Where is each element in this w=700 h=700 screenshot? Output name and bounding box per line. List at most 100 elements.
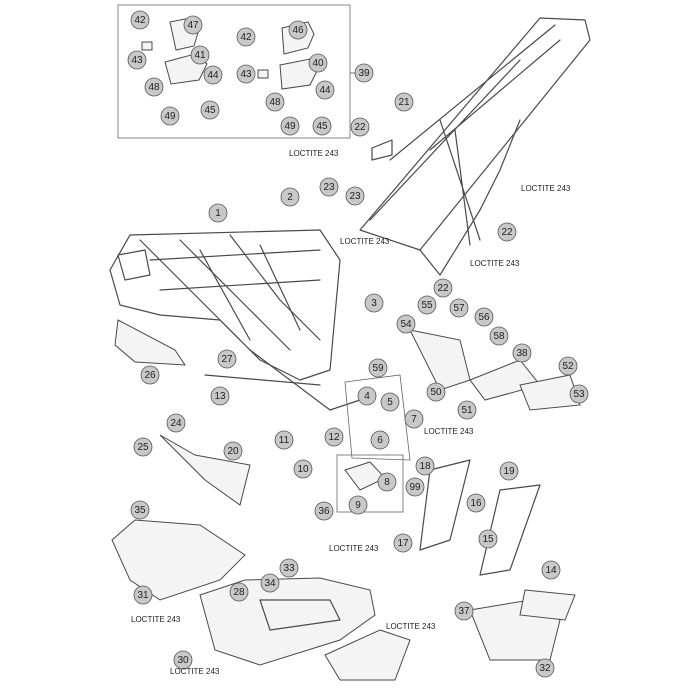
callout-42: 42 <box>130 10 150 30</box>
svg-text:42: 42 <box>240 32 252 43</box>
callout-13: 13 <box>210 386 230 406</box>
svg-text:36: 36 <box>318 506 330 517</box>
callout-22: 22 <box>433 278 453 298</box>
loctite-note: LOCTITE 243 <box>340 237 390 246</box>
callout-46: 46 <box>288 20 308 40</box>
svg-text:18: 18 <box>419 461 431 472</box>
svg-text:5: 5 <box>387 397 393 408</box>
callout-22: 22 <box>350 117 370 137</box>
callout-59: 59 <box>368 358 388 378</box>
callout-51: 51 <box>457 400 477 420</box>
callout-19: 19 <box>499 461 519 481</box>
svg-text:53: 53 <box>573 389 585 400</box>
callout-25: 25 <box>133 437 153 457</box>
svg-text:1: 1 <box>215 208 221 219</box>
svg-text:19: 19 <box>503 466 515 477</box>
svg-text:39: 39 <box>358 68 370 79</box>
callout-21: 21 <box>394 92 414 112</box>
svg-text:40: 40 <box>312 58 324 69</box>
callout-28: 28 <box>229 582 249 602</box>
svg-text:13: 13 <box>214 391 226 402</box>
callout-30: 30 <box>173 650 193 670</box>
bracket-detail-box <box>336 454 404 513</box>
callout-7: 7 <box>404 409 424 429</box>
callout-17: 17 <box>393 533 413 553</box>
loctite-note: LOCTITE 243 <box>470 259 520 268</box>
callout-1: 1 <box>208 203 228 223</box>
svg-text:44: 44 <box>319 85 331 96</box>
svg-text:32: 32 <box>539 663 551 674</box>
svg-text:57: 57 <box>453 303 465 314</box>
callout-18: 18 <box>415 456 435 476</box>
svg-text:3: 3 <box>371 298 377 309</box>
callout-11: 11 <box>274 430 294 450</box>
callout-31: 31 <box>133 585 153 605</box>
lower-guard <box>324 629 411 681</box>
svg-text:52: 52 <box>562 361 574 372</box>
callout-50: 50 <box>426 382 446 402</box>
svg-text:22: 22 <box>354 122 366 133</box>
callout-36: 36 <box>314 501 334 521</box>
callout-14: 14 <box>541 560 561 580</box>
loctite-note: LOCTITE 243 <box>424 427 474 436</box>
svg-text:37: 37 <box>458 606 470 617</box>
side-bracket-27 <box>114 319 186 366</box>
svg-text:15: 15 <box>482 534 494 545</box>
svg-text:4: 4 <box>364 391 370 402</box>
callout-34: 34 <box>260 573 280 593</box>
callout-12: 12 <box>324 427 344 447</box>
bolt-detail-box <box>344 374 411 461</box>
callout-8: 8 <box>377 472 397 492</box>
callout-5: 5 <box>380 392 400 412</box>
rear-subframe <box>359 17 591 276</box>
callout-2: 2 <box>280 187 300 207</box>
svg-text:24: 24 <box>170 418 182 429</box>
svg-text:34: 34 <box>264 578 276 589</box>
loctite-note: LOCTITE 243 <box>170 667 220 676</box>
svg-text:55: 55 <box>421 300 433 311</box>
loctite-note: LOCTITE 243 <box>329 544 379 553</box>
svg-text:26: 26 <box>144 370 156 381</box>
callout-41: 41 <box>190 45 210 65</box>
footpeg-right-part <box>257 21 319 90</box>
callout-49: 49 <box>280 116 300 136</box>
callout-43: 43 <box>127 50 147 70</box>
svg-text:48: 48 <box>148 82 160 93</box>
callout-39: 39 <box>354 63 374 83</box>
callout-57: 57 <box>449 298 469 318</box>
svg-text:17: 17 <box>397 538 409 549</box>
svg-text:47: 47 <box>187 20 199 31</box>
svg-text:31: 31 <box>137 590 149 601</box>
svg-text:33: 33 <box>283 563 295 574</box>
svg-text:10: 10 <box>297 464 309 475</box>
callout-99: 99 <box>405 477 425 497</box>
svg-text:25: 25 <box>137 442 149 453</box>
svg-text:30: 30 <box>177 655 189 666</box>
svg-text:49: 49 <box>164 111 176 122</box>
loctite-note: LOCTITE 243 <box>386 622 436 631</box>
callout-23: 23 <box>345 186 365 206</box>
svg-text:54: 54 <box>400 319 412 330</box>
callout-44: 44 <box>203 65 223 85</box>
loctite-note: LOCTITE 243 <box>521 184 571 193</box>
callout-4: 4 <box>357 386 377 406</box>
svg-text:59: 59 <box>372 363 384 374</box>
callout-33: 33 <box>279 558 299 578</box>
svg-text:38: 38 <box>516 348 528 359</box>
callout-49: 49 <box>160 106 180 126</box>
main-frame <box>109 229 361 411</box>
svg-text:48: 48 <box>269 97 281 108</box>
svg-text:7: 7 <box>411 414 417 425</box>
svg-text:43: 43 <box>240 69 252 80</box>
svg-text:35: 35 <box>134 505 146 516</box>
skid-plate-left <box>111 519 246 601</box>
svg-text:41: 41 <box>194 50 206 61</box>
svg-text:56: 56 <box>478 312 490 323</box>
svg-text:44: 44 <box>207 70 219 81</box>
callout-56: 56 <box>474 307 494 327</box>
svg-text:16: 16 <box>470 498 482 509</box>
svg-text:58: 58 <box>493 331 505 342</box>
brake-linkage <box>409 329 581 411</box>
callout-9: 9 <box>348 495 368 515</box>
